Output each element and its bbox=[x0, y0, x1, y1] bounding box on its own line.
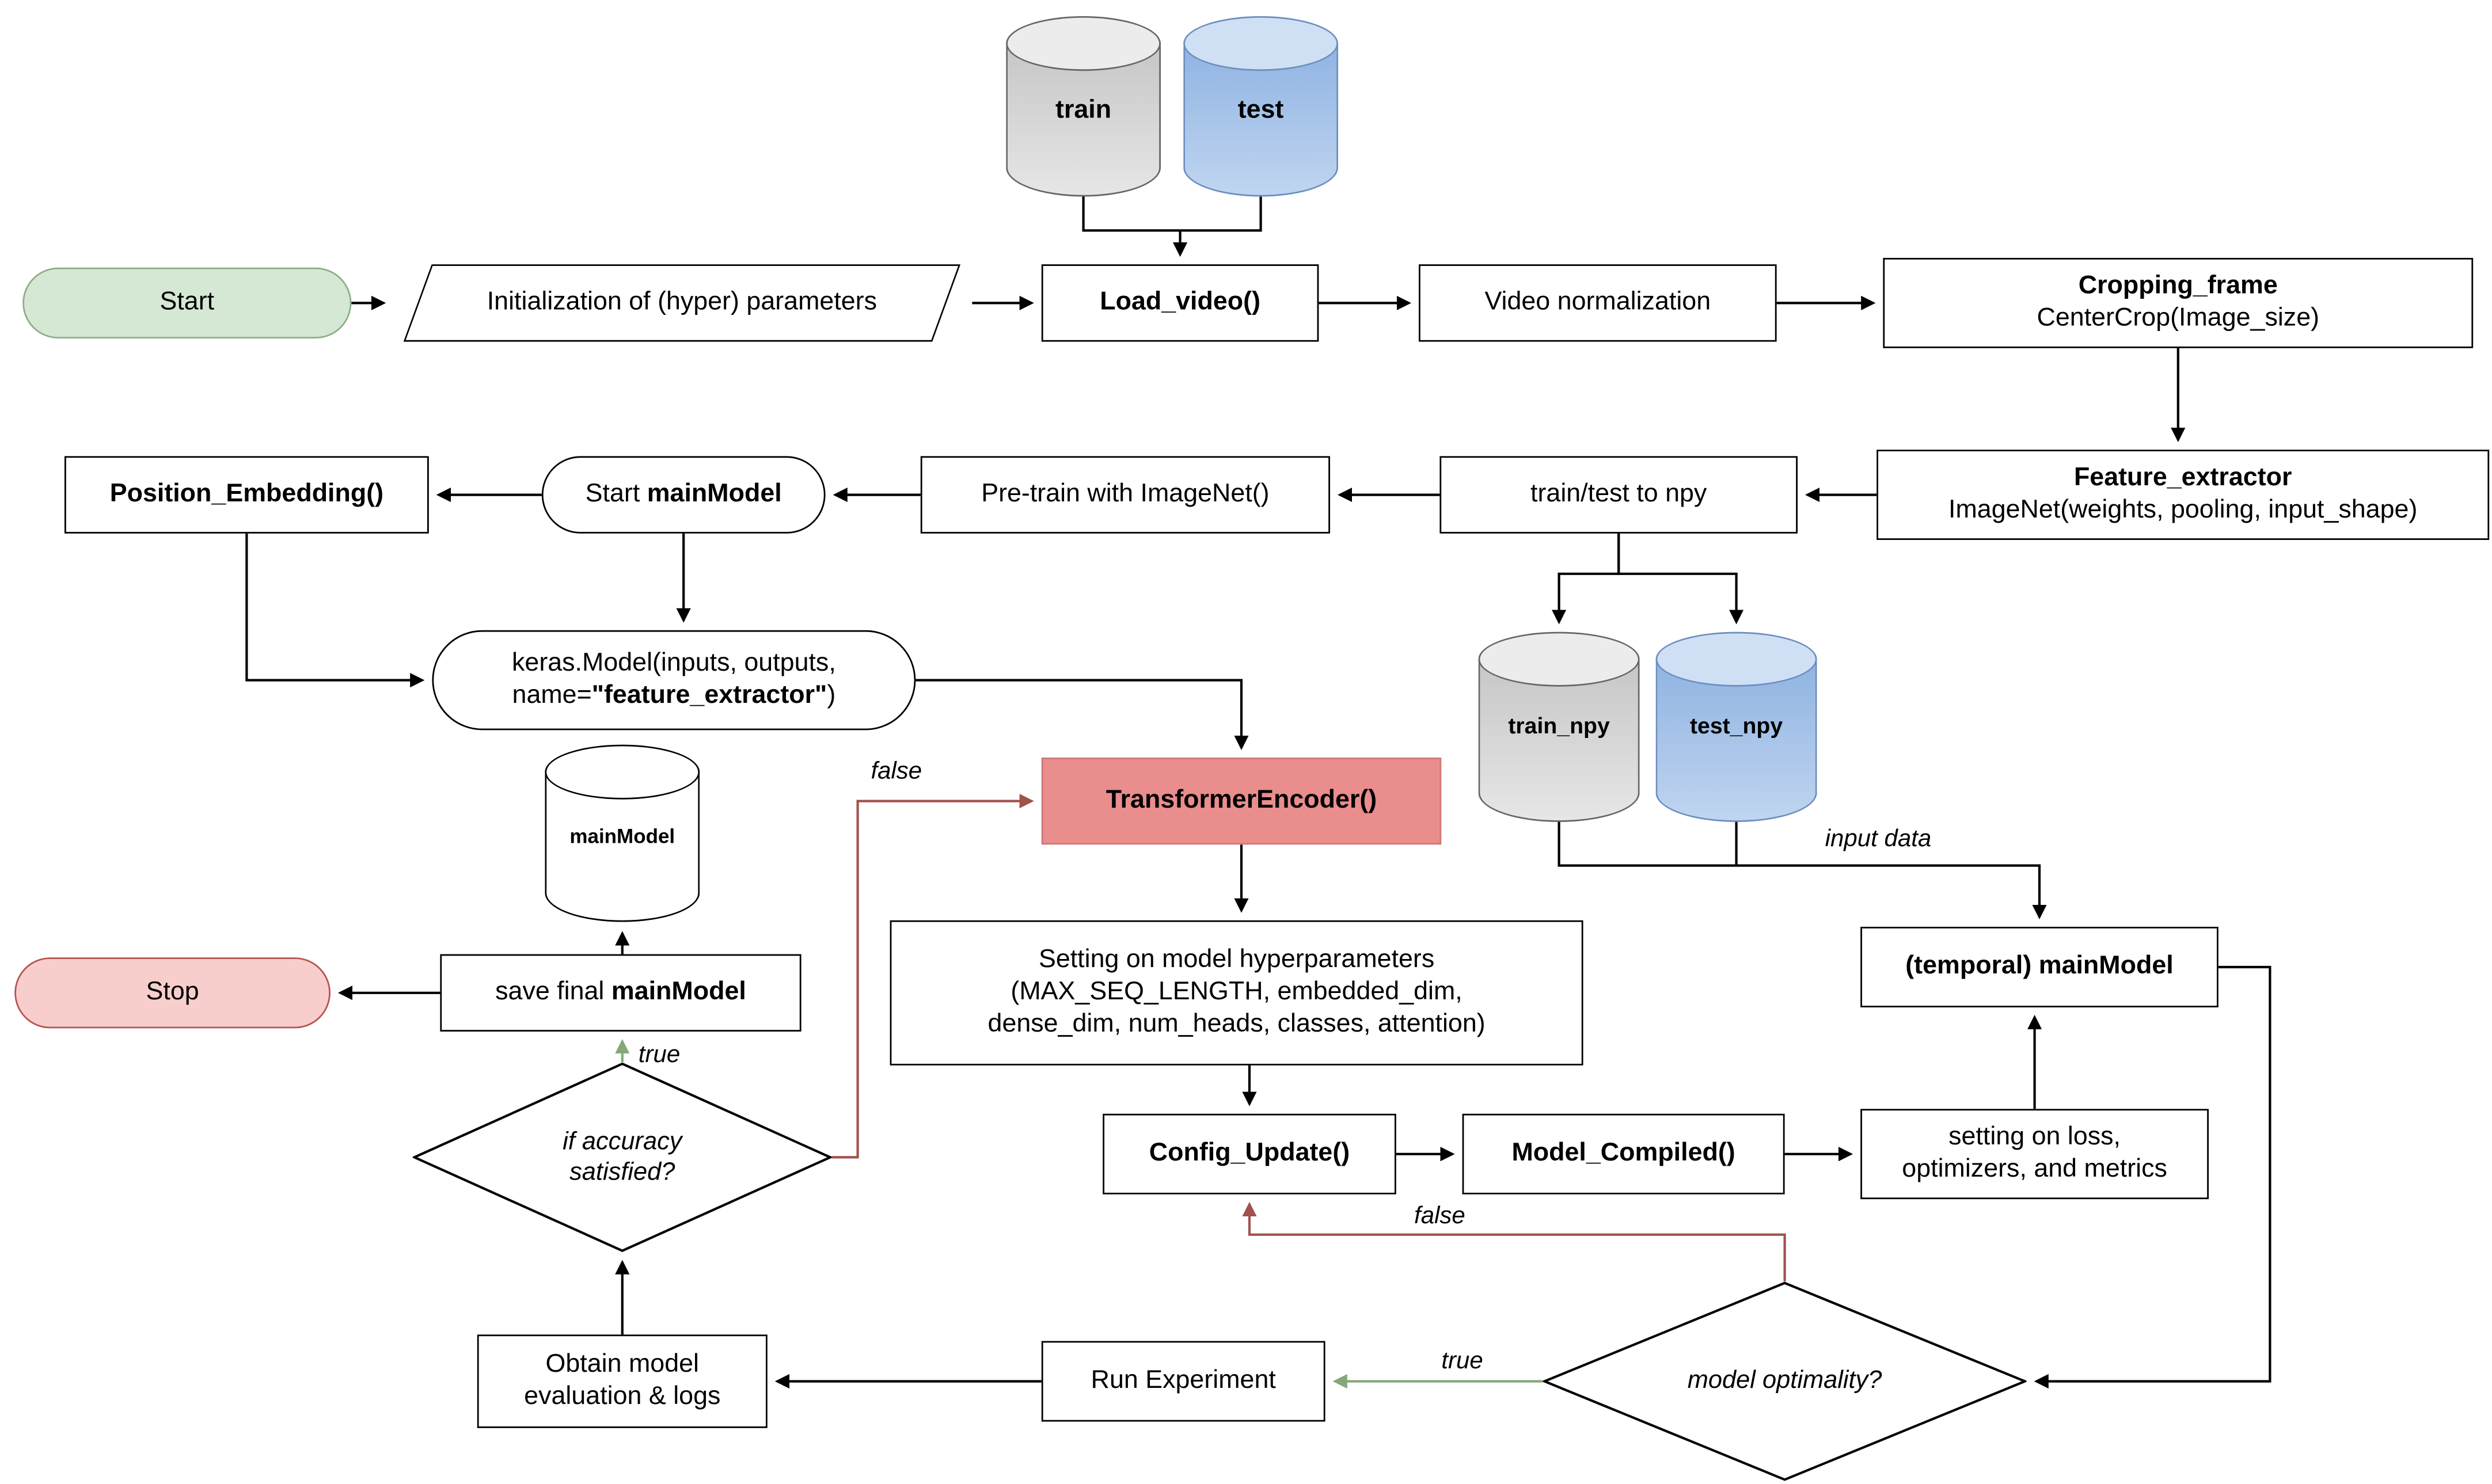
title: Cropping_frame bbox=[2078, 272, 2278, 300]
label: Model_Compiled() bbox=[1511, 1139, 1735, 1167]
train-test-to-npy-node: train/test to npy bbox=[1439, 456, 1798, 534]
feature-extractor-node: Feature_extractor ImageNet(weights, pool… bbox=[1876, 450, 2490, 540]
train-label: train bbox=[1055, 97, 1112, 124]
mainmodel-label: mainModel bbox=[569, 825, 675, 848]
label: Run Experiment bbox=[1091, 1367, 1276, 1394]
label-prefix: save final bbox=[495, 978, 611, 1006]
cylinder-top bbox=[1478, 631, 1640, 687]
obtain-evaluation-node: Obtain model evaluation & logs bbox=[477, 1334, 768, 1428]
start-node: Start bbox=[22, 267, 352, 338]
label-bold: mainModel bbox=[647, 480, 782, 508]
cylinder-top bbox=[1006, 16, 1161, 71]
train-npy-label: train_npy bbox=[1508, 712, 1610, 739]
line1: setting on loss, bbox=[1948, 1123, 2121, 1151]
line1: if accuracy bbox=[563, 1127, 682, 1155]
line2: (MAX_SEQ_LENGTH, embedded_dim, bbox=[1011, 978, 1462, 1006]
label: model optimality? bbox=[1687, 1367, 1882, 1395]
cropping-frame-node: Cropping_frame CenterCrop(Image_size) bbox=[1883, 258, 2474, 348]
test-npy-cylinder: test_npy bbox=[1655, 631, 1817, 822]
model-optimality-decision: model optimality? bbox=[1541, 1281, 2028, 1481]
save-final-mainmodel-node: save final mainModel bbox=[440, 954, 801, 1032]
edge-npybox-to-testnpy bbox=[1617, 533, 1744, 625]
label: Config_Update() bbox=[1149, 1139, 1350, 1167]
edge-label-false-transformer: false bbox=[871, 758, 922, 785]
title: Feature_extractor bbox=[2073, 464, 2292, 492]
edge-label-true-save: true bbox=[638, 1041, 681, 1069]
label: TransformerEncoder() bbox=[1106, 786, 1377, 814]
stop-node: Stop bbox=[14, 957, 331, 1029]
test-database-cylinder: test bbox=[1183, 16, 1338, 197]
line2-suffix: ) bbox=[827, 682, 836, 709]
label: Stop bbox=[146, 978, 199, 1006]
cylinder-top bbox=[1655, 631, 1817, 687]
hyperparameters-node: Setting on model hyperparameters (MAX_SE… bbox=[890, 920, 1583, 1066]
accuracy-satisfied-decision: if accuracy satisfied? bbox=[411, 1062, 834, 1253]
edge-npy-to-temporal bbox=[1558, 819, 2047, 919]
edge-train-merge bbox=[1082, 195, 1180, 232]
edge-keras-to-transformer bbox=[915, 679, 1249, 750]
label: Load_video() bbox=[1100, 288, 1260, 316]
edge-label-false-config: false bbox=[1414, 1202, 1465, 1230]
video-normalization-node: Video normalization bbox=[1419, 264, 1777, 342]
label-prefix: Start bbox=[585, 480, 647, 508]
line2-prefix: name= bbox=[512, 682, 592, 709]
edge-test-merge bbox=[1180, 195, 1262, 232]
init-parameters-node: Initialization of (hyper) parameters bbox=[392, 264, 972, 342]
label: if accuracy satisfied? bbox=[413, 1062, 832, 1252]
edge-optimality-false-to-config bbox=[1242, 1201, 1786, 1281]
label: Position_Embedding() bbox=[109, 480, 384, 508]
train-database-cylinder: train bbox=[1006, 16, 1161, 197]
label: (temporal) mainModel bbox=[1905, 952, 2174, 980]
line2: evaluation & logs bbox=[524, 1383, 721, 1410]
edge-posemb-to-keras bbox=[245, 533, 425, 688]
mainmodel-cylinder: mainModel bbox=[545, 744, 700, 922]
label: Start bbox=[159, 288, 215, 316]
model-compiled-node: Model_Compiled() bbox=[1462, 1113, 1785, 1194]
line1: keras.Model(inputs, outputs, bbox=[512, 649, 836, 677]
train-npy-cylinder: train_npy bbox=[1478, 631, 1640, 822]
edge-temporal-to-optimality bbox=[2034, 965, 2271, 1389]
subtitle: CenterCrop(Image_size) bbox=[2037, 305, 2320, 332]
cylinder-top bbox=[1183, 16, 1338, 71]
position-embedding-node: Position_Embedding() bbox=[64, 456, 429, 534]
test-npy-label: test_npy bbox=[1689, 712, 1783, 739]
loss-settings-node: setting on loss, optimizers, and metrics bbox=[1860, 1109, 2209, 1200]
label: Video normalization bbox=[1484, 288, 1711, 316]
line3: dense_dim, num_heads, classes, attention… bbox=[987, 1010, 1486, 1038]
line2: satisfied? bbox=[569, 1159, 675, 1186]
line2: optimizers, and metrics bbox=[1902, 1155, 2167, 1184]
edge-label-input-data: input data bbox=[1825, 825, 1932, 853]
subtitle: ImageNet(weights, pooling, input_shape) bbox=[1948, 496, 2418, 524]
diamond-shape bbox=[1541, 1281, 2028, 1481]
start-mainmodel-node: Start mainModel bbox=[541, 456, 826, 534]
line1: Obtain model bbox=[545, 1350, 700, 1378]
line2: name="feature_extractor") bbox=[512, 680, 836, 713]
config-update-node: Config_Update() bbox=[1103, 1113, 1396, 1194]
line2-bold: "feature_extractor" bbox=[591, 682, 827, 709]
line1: Setting on model hyperparameters bbox=[1038, 946, 1435, 974]
load-video-node: Load_video() bbox=[1041, 264, 1319, 342]
pretrain-imagenet-node: Pre-train with ImageNet() bbox=[920, 456, 1330, 534]
cylinder-top bbox=[545, 744, 700, 800]
label: Initialization of (hyper) parameters bbox=[487, 288, 877, 316]
edge-accuracy-false-to-transformer bbox=[831, 793, 1034, 1159]
label: train/test to npy bbox=[1530, 480, 1707, 508]
edge-npybox-to-trainnpy bbox=[1551, 533, 1620, 625]
transformer-encoder-node: TransformerEncoder() bbox=[1041, 758, 1442, 845]
label-bold: mainModel bbox=[611, 978, 746, 1006]
run-experiment-node: Run Experiment bbox=[1041, 1341, 1325, 1422]
diamond-shape bbox=[411, 1062, 834, 1253]
edge-label-true-run: true bbox=[1441, 1347, 1483, 1375]
label: Pre-train with ImageNet() bbox=[981, 480, 1270, 508]
keras-model-node: keras.Model(inputs, outputs, name="featu… bbox=[432, 630, 916, 730]
temporal-mainmodel-node: (temporal) mainModel bbox=[1860, 927, 2219, 1007]
test-label: test bbox=[1237, 97, 1284, 124]
